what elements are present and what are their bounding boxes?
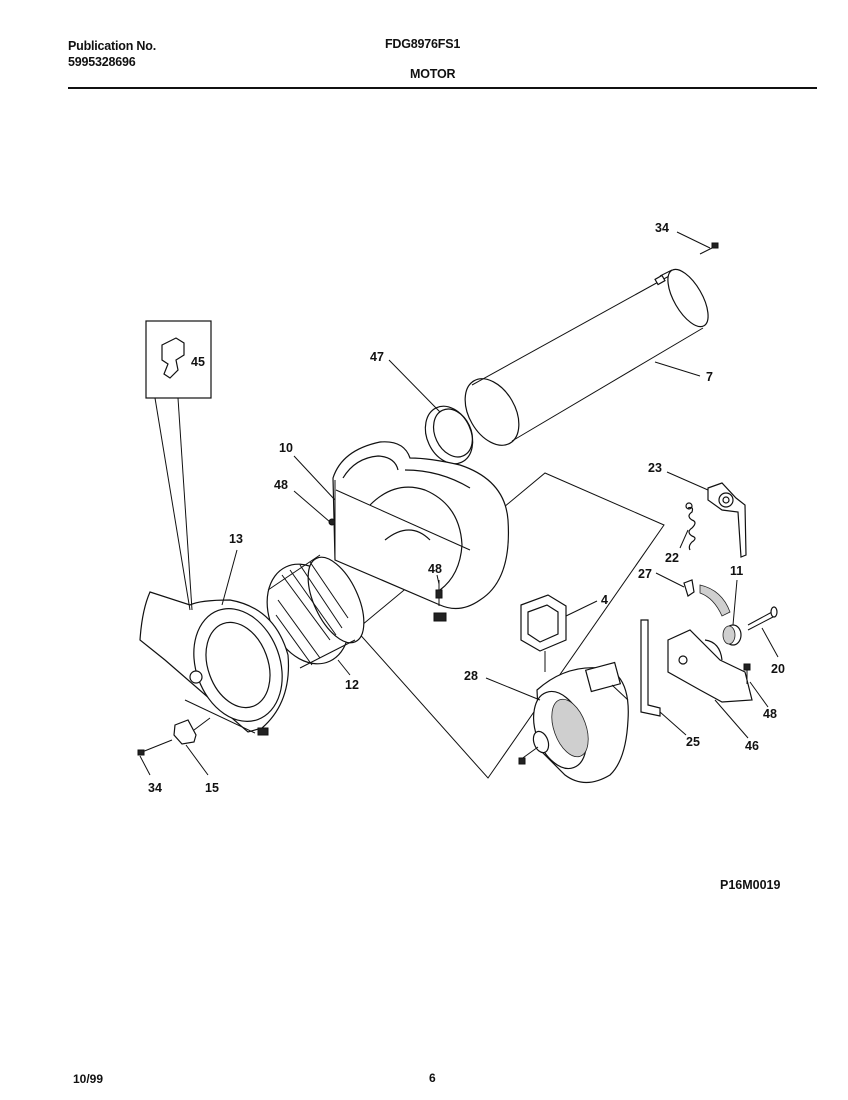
idler-pulley	[722, 624, 742, 646]
screw-48-mid	[435, 580, 443, 606]
callout-12: 12	[345, 678, 359, 692]
callout-34-top: 34	[655, 221, 669, 235]
callout-15: 15	[205, 781, 219, 795]
duct-seal-ring	[424, 405, 474, 465]
idler-arm	[683, 579, 731, 617]
callout-48-left: 48	[274, 478, 288, 492]
callout-20: 20	[771, 662, 785, 676]
screw-34-bottom	[137, 739, 173, 756]
thermostat	[173, 717, 211, 745]
inset-box-clip	[145, 320, 212, 611]
callout-48-mid: 48	[428, 562, 442, 576]
screw-48-right	[743, 663, 751, 684]
drive-motor	[518, 661, 629, 784]
blower-housing	[332, 441, 510, 622]
idler-spring	[685, 502, 696, 551]
publication-number: 5995328696	[68, 55, 136, 69]
pulley-bolt	[747, 606, 778, 631]
callout-22: 22	[665, 551, 679, 565]
callout-28: 28	[464, 669, 478, 683]
publication-label: Publication No.	[68, 39, 156, 53]
callout-45: 45	[191, 355, 205, 369]
motor-mount-pad	[520, 594, 567, 672]
callout-25: 25	[686, 735, 700, 749]
callout-47: 47	[370, 350, 384, 364]
motor-switch-bracket	[707, 482, 747, 558]
blower-cover	[139, 591, 290, 736]
callout-34-bottom: 34	[148, 781, 162, 795]
callout-11: 11	[730, 564, 743, 578]
header-rule	[68, 87, 817, 89]
callout-48-right: 48	[763, 707, 777, 721]
section-title: MOTOR	[410, 67, 456, 81]
page-number: 6	[429, 1071, 436, 1085]
callout-13: 13	[229, 532, 243, 546]
callout-4: 4	[601, 593, 608, 607]
model-number: FDG8976FS1	[385, 37, 461, 51]
callout-10: 10	[279, 441, 293, 455]
callout-7: 7	[706, 370, 713, 384]
leader-lines	[139, 231, 779, 776]
footer-date: 10/99	[73, 1072, 104, 1086]
callout-46: 46	[745, 739, 759, 753]
screw-34-top	[699, 242, 719, 255]
figure-code: P16M0019	[720, 878, 781, 892]
exhaust-duct	[464, 268, 709, 446]
blower-wheel	[266, 554, 365, 669]
callout-23: 23	[648, 461, 662, 475]
screw-48-left	[328, 518, 336, 526]
idler-bracket	[640, 619, 753, 717]
callout-27: 27	[638, 567, 652, 581]
